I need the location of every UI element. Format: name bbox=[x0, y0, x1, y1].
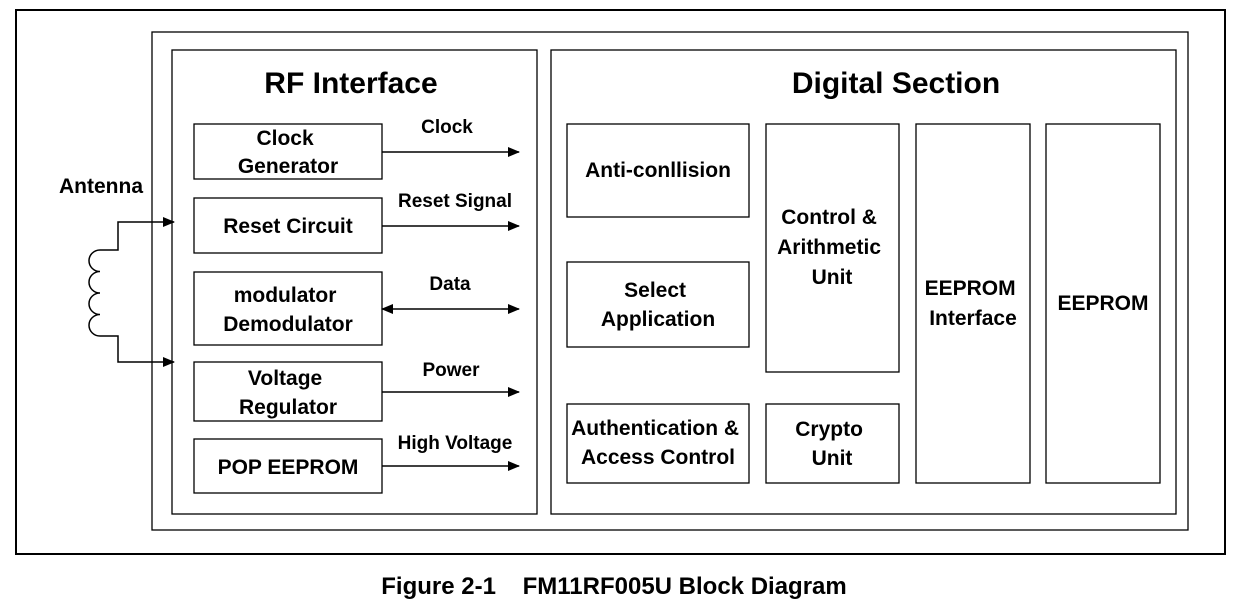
antenna-lead-top bbox=[100, 217, 175, 251]
rf-interface-section bbox=[171, 49, 538, 515]
authentication-block bbox=[566, 403, 750, 484]
reset-circuit-label: Reset Circuit bbox=[223, 215, 353, 238]
high-voltage-signal-label: High Voltage bbox=[398, 433, 513, 454]
digital-section bbox=[550, 49, 1177, 515]
crypto-unit-label: Crypto Unit bbox=[795, 418, 869, 470]
figure-caption: Figure 2-1 FM11RF005U Block Diagram bbox=[381, 573, 846, 600]
clock-signal-label: Clock bbox=[421, 117, 473, 138]
power-signal-label: Power bbox=[422, 360, 480, 381]
antenna-coil bbox=[88, 249, 101, 337]
modulator-block bbox=[193, 271, 383, 346]
voltage-regulator-block bbox=[193, 361, 383, 422]
control-arithmetic-block bbox=[765, 123, 900, 373]
clock-generator-block bbox=[193, 123, 383, 180]
modulator-label: modulator Demodulator bbox=[223, 284, 353, 336]
anti-collision-label: Anti-conllision bbox=[585, 159, 731, 182]
authentication-label: Authentication & Access Control bbox=[571, 417, 745, 469]
data-signal-label: Data bbox=[429, 274, 471, 295]
pop-eeprom-label: POP EEPROM bbox=[218, 456, 359, 479]
outer-frame bbox=[15, 9, 1226, 555]
voltage-regulator-label: Voltage Regulator bbox=[239, 367, 337, 419]
reset-signal-label: Reset Signal bbox=[398, 191, 512, 212]
eeprom-label: EEPROM bbox=[1057, 292, 1148, 315]
antenna-label: Antenna bbox=[59, 175, 143, 198]
crypto-unit-block bbox=[765, 403, 900, 484]
reset-circuit-block bbox=[193, 197, 383, 254]
select-application-label: Select Application bbox=[601, 279, 715, 331]
eeprom-interface-label: EEPROM Interface bbox=[925, 277, 1022, 330]
anti-collision-block bbox=[566, 123, 750, 218]
digital-section-title: Digital Section bbox=[792, 67, 1000, 100]
rf-interface-title: RF Interface bbox=[264, 67, 437, 100]
control-arithmetic-label: Control & Arithmetic Unit bbox=[777, 206, 887, 289]
clock-generator-label: Clock Generator bbox=[238, 127, 338, 178]
chip-boundary bbox=[151, 31, 1189, 531]
eeprom-interface-block bbox=[915, 123, 1031, 484]
eeprom-block bbox=[1045, 123, 1161, 484]
select-application-block bbox=[566, 261, 750, 348]
antenna-lead-bottom bbox=[100, 335, 175, 367]
